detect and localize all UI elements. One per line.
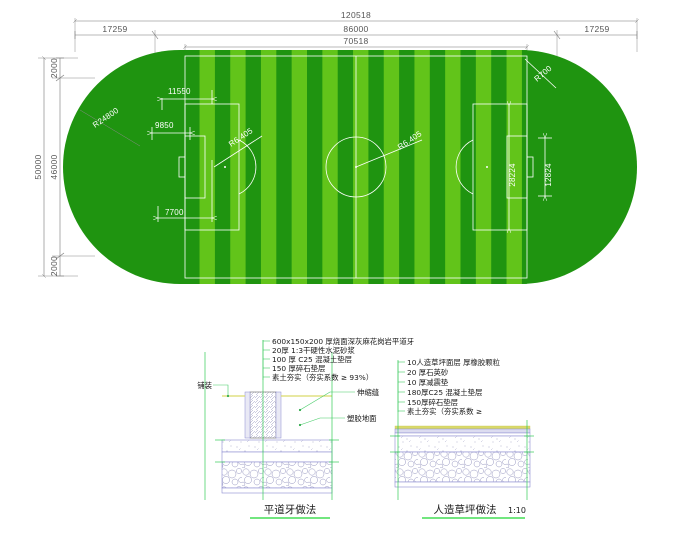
dim-inner-height: 46000 (49, 154, 59, 179)
turf-spec-line-4: 180厚C25 混凝土垫层 (407, 388, 482, 397)
kerb-detail-caption: 平道牙做法 (264, 503, 317, 516)
label-penalty-area-width: 11550 (168, 87, 191, 96)
field-dimension-leaders (79, 58, 557, 228)
detail-turf: 人造草坪做法 1:10 (390, 360, 534, 519)
dim-left-segment: 17259 (102, 24, 127, 34)
detail-kerb: 平道牙做法 (204, 340, 355, 519)
kerb-callout-labels: 铺装 伸缩缝 塑胶地面 (197, 381, 380, 423)
dim-total-width: 120518 (341, 10, 371, 20)
turf-spec-line-2: 20 厚石英砂 (407, 368, 449, 377)
kerb-spec-line-4: 150 厚碎石垫层 (272, 364, 325, 373)
field-plan: R24800 11550 9850 7700 R6.405 R6.405 R70… (63, 50, 637, 284)
kerb-spec-line-1: 600x150x200 厚烧面深灰麻花岗岩平道牙 (272, 337, 414, 346)
label-penalty-area-length: 28224 (508, 163, 517, 187)
turf-spec-line-3: 10 厚减震垫 (407, 378, 449, 387)
label-goal-area-width: 9850 (155, 121, 174, 130)
kerb-spec-line-2: 20厚 1:3干硬性水泥砂浆 (272, 346, 355, 355)
kerb-spec-line-3: 100 厚 C25 混凝土垫层 (272, 355, 352, 364)
turf-spec-leaders (398, 361, 405, 412)
callout-paving: 铺装 (197, 381, 212, 390)
turf-spec-text: 10人造草坪面层 厚橡胶颗粒 20 厚石英砂 10 厚减震垫 180厚C25 混… (407, 358, 501, 416)
top-dimension-chain: 120518 17259 86000 17259 70518 (73, 10, 639, 58)
dim-top-margin: 2000 (49, 58, 59, 78)
dim-inner-width: 70518 (343, 36, 368, 46)
callout-rubber-surface: 塑胶地面 (347, 414, 377, 423)
left-dimension-chain: 50000 2000 46000 2000 (33, 56, 95, 278)
label-penalty-area-depth: 7700 (165, 208, 184, 217)
dim-middle-segment: 86000 (343, 24, 368, 34)
turf-detail-scale: 1:10 (508, 506, 526, 515)
kerb-spec-text: 600x150x200 厚烧面深灰麻花岗岩平道牙 20厚 1:3干硬性水泥砂浆 … (272, 337, 414, 382)
kerb-spec-line-5: 素土夯实（夯实系数 ≥ 93%） (272, 373, 373, 382)
callout-expansion-joint: 伸缩缝 (357, 388, 380, 397)
kerb-spec-leaders (263, 340, 270, 378)
turf-spec-line-6: 素土夯实（夯实系数 ≥ (407, 407, 482, 416)
turf-spec-line-5: 150厚碎石垫层 (407, 398, 458, 407)
dim-bottom-margin: 2000 (49, 256, 59, 276)
label-goal-area-length: 12824 (544, 163, 553, 187)
turf-spec-line-1: 10人造草坪面层 厚橡胶颗粒 (407, 358, 501, 367)
dim-right-segment: 17259 (584, 24, 609, 34)
dim-total-height: 50000 (33, 154, 43, 179)
turf-detail-caption: 人造草坪做法 (434, 503, 497, 516)
